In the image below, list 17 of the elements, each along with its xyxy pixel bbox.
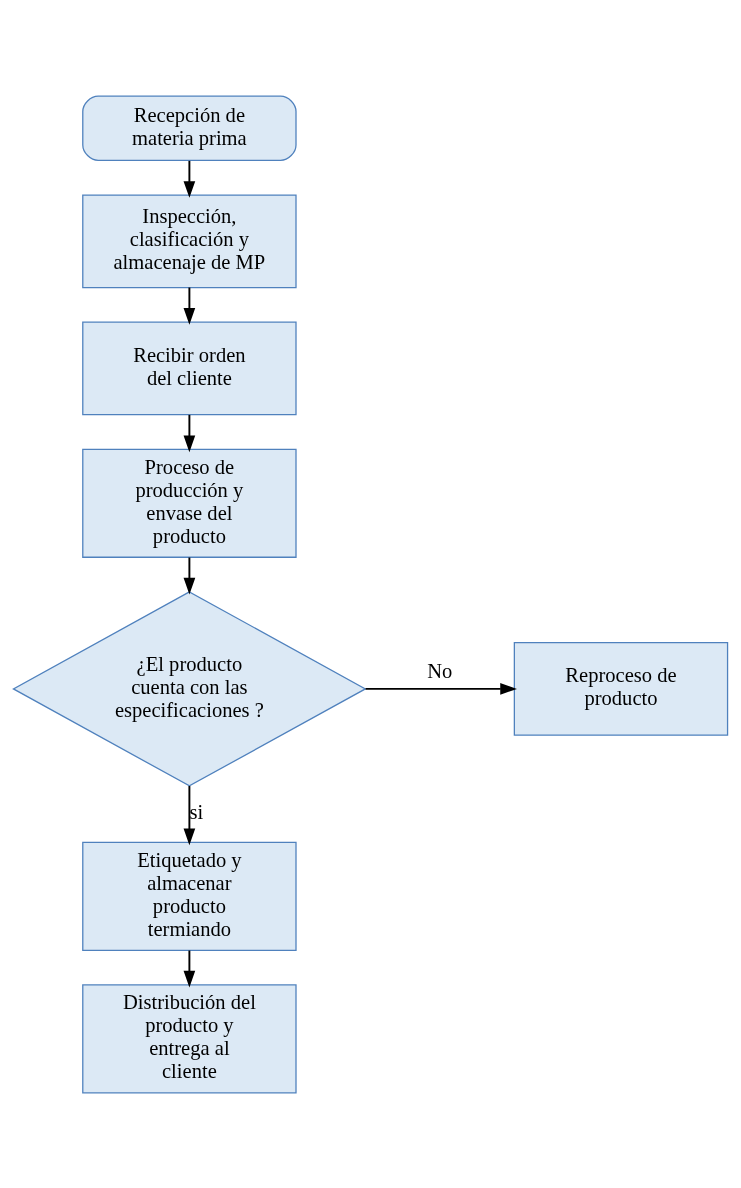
node-box: Reproceso de producto [513, 641, 729, 736]
edge-label: si [189, 800, 204, 823]
node-box: Proceso de producción y envase del producto [82, 448, 297, 558]
arrow [183, 784, 196, 845]
arrow [183, 556, 196, 595]
edge-label: No [427, 659, 453, 682]
node-box: Recepción de materia prima [82, 95, 297, 161]
arrow [183, 286, 196, 325]
node-box: Inspección, clasificación y almacenaje de MP [82, 193, 297, 288]
node-box: Etiquetado y almacenar producto termiando [82, 841, 297, 951]
node-diamond: ¿El producto cuenta con las especificaciones ? [12, 590, 367, 787]
arrow [183, 413, 196, 452]
arrow [183, 949, 196, 988]
arrow [364, 682, 517, 695]
arrow [183, 159, 196, 198]
node-box: Distribución del producto y entrega al cliente [82, 983, 297, 1093]
node-box: Recibir orden del cliente [82, 321, 297, 415]
